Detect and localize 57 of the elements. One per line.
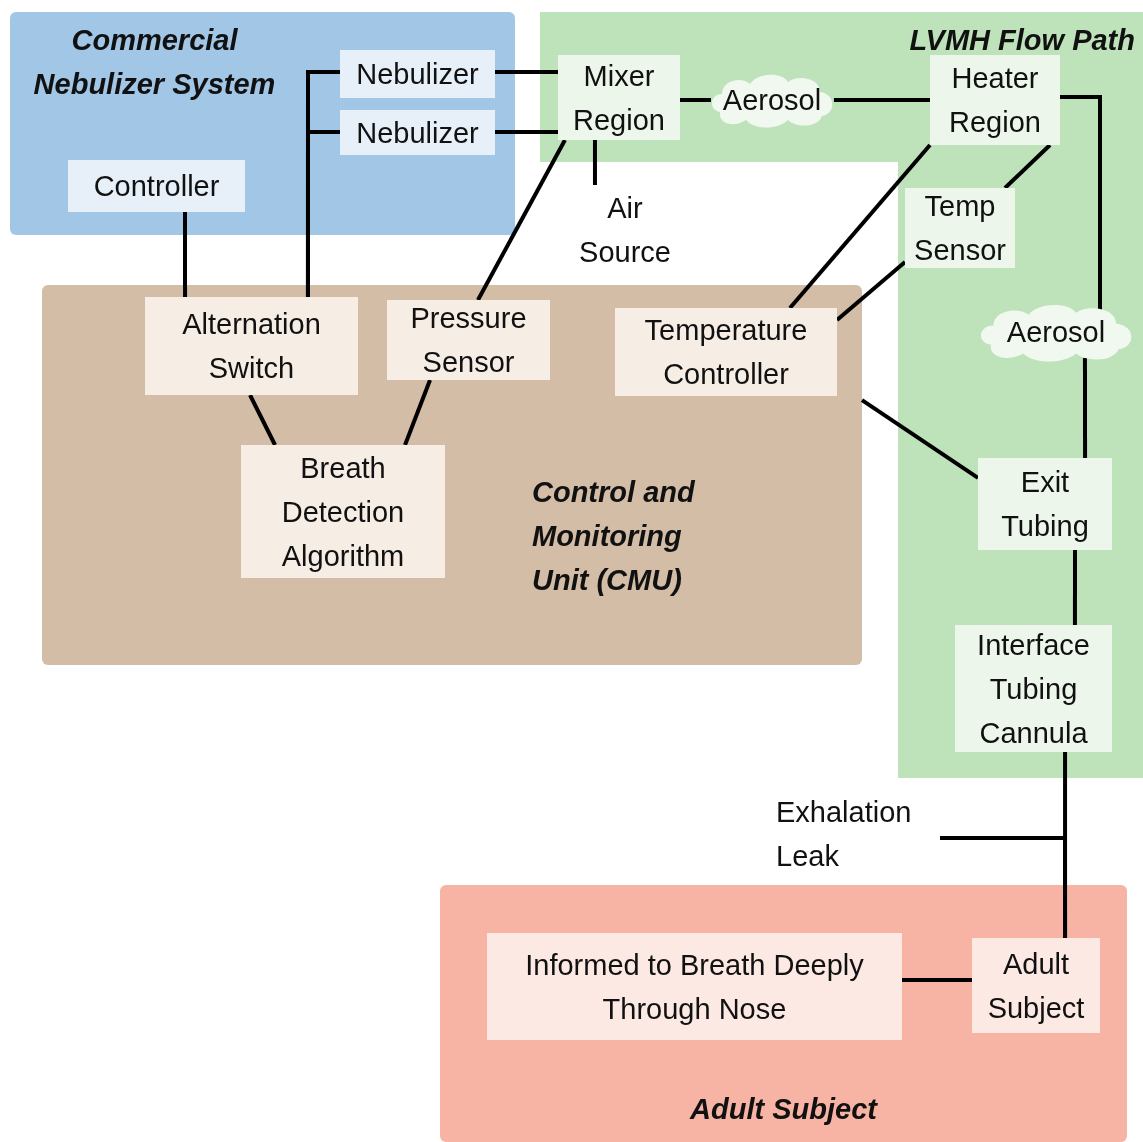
group-panel	[440, 885, 1127, 1142]
connector-line	[902, 977, 972, 982]
box-label: Alternation Switch	[181, 307, 322, 386]
connector-line	[183, 212, 188, 297]
connector-line	[592, 140, 597, 185]
connector-line	[403, 379, 432, 446]
group-panel	[42, 285, 862, 665]
box-label: Air Source	[578, 191, 672, 270]
box-label: Nebulizer	[356, 115, 479, 151]
connector-line	[476, 139, 567, 301]
box-label: Informed to Breath Deeply Through Nose	[524, 947, 865, 1027]
group-title: Control and Monitoring Unit (CMU)	[532, 475, 696, 598]
connector-line	[248, 394, 277, 446]
process-box	[955, 625, 1112, 752]
connector-line	[833, 98, 930, 102]
group-title: Adult Subject	[688, 1092, 879, 1127]
process-box	[241, 445, 445, 578]
box-label: Mixer Region	[572, 58, 666, 138]
box-label: Adult Subject	[986, 946, 1086, 1026]
box-label: Exit Tubing	[1000, 465, 1090, 544]
box-label: Temp Sensor	[913, 189, 1007, 268]
box-label: Pressure Sensor	[409, 301, 528, 380]
box-label: Aerosol	[1006, 315, 1106, 350]
process-box	[978, 458, 1112, 550]
process-box	[68, 160, 245, 212]
box-label: Heater Region	[948, 61, 1042, 140]
connector-line	[940, 835, 1068, 938]
box-label: Controller	[93, 169, 220, 204]
process-box	[558, 55, 680, 140]
box-label: Nebulizer	[356, 57, 479, 92]
connector-line	[680, 98, 711, 103]
box-label: Interface Tubing Cannula	[976, 627, 1091, 751]
process-box	[615, 308, 837, 396]
connector-line	[495, 130, 558, 135]
process-box	[905, 188, 1015, 268]
process-box	[340, 50, 495, 98]
connector-line	[860, 398, 980, 480]
connector-line	[495, 70, 558, 75]
box-label: Breath Detection Algorithm	[280, 450, 406, 574]
box-label: Temperature Controller	[643, 313, 809, 392]
connector-line	[1072, 550, 1077, 625]
process-box	[387, 300, 550, 380]
process-box	[930, 55, 1060, 145]
process-box	[972, 938, 1100, 1033]
group-title: LVMH Flow Path	[908, 23, 1135, 58]
connector-line	[1082, 358, 1088, 458]
connector-line	[305, 130, 340, 297]
process-box	[487, 933, 902, 1040]
connector-line	[1003, 143, 1052, 190]
group-panel	[10, 12, 515, 235]
group-title: Commercial Nebulizer System	[32, 23, 277, 102]
process-box	[145, 297, 358, 395]
process-box	[340, 110, 495, 155]
connector-line	[788, 143, 932, 310]
box-label: Aerosol	[722, 83, 822, 118]
box-label: Exhalation Leak	[776, 795, 913, 874]
connector-line	[1060, 95, 1102, 310]
